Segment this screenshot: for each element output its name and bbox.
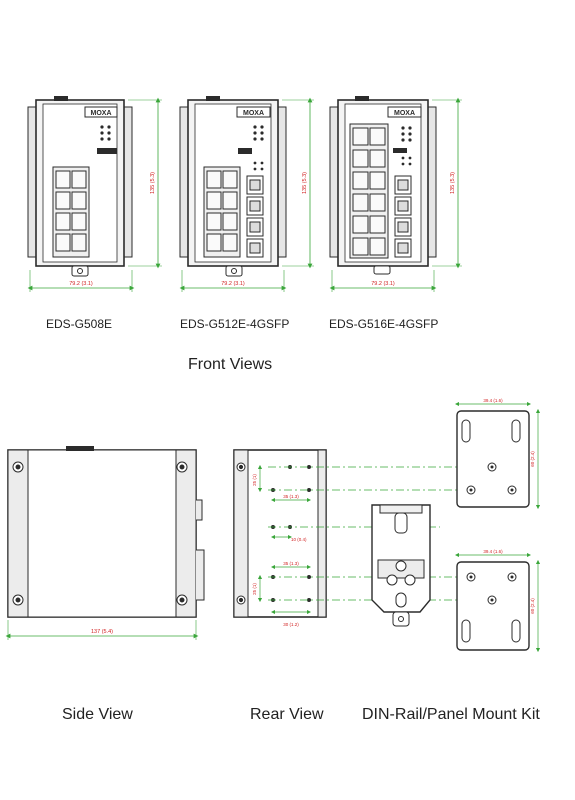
plate-width-dim: 39.4 (1.6) [483, 549, 503, 554]
screw-heads [12, 461, 188, 606]
front-view-eds-g508e: MOXA 79.2 (3.1) 135 (5.3) [27, 96, 162, 292]
moxa-logo [236, 106, 271, 118]
width-dimension: 79.2 (3.1) [69, 281, 93, 287]
height-dimension: 135 (5.3) [450, 172, 456, 194]
plate-width-dim: 39.4 (1.6) [483, 398, 503, 403]
logo-text: MOXA [394, 110, 415, 117]
moxa-logo [84, 106, 118, 118]
rear-dim: 35 (1.3) [283, 561, 299, 566]
plate-height-dim: 60 (2.4) [530, 598, 535, 614]
moxa-logo [387, 106, 422, 118]
rj45-ports [52, 166, 90, 258]
rj45-ports [203, 166, 241, 258]
side-view: 137 (5.4) [5, 446, 205, 640]
sfp-ports [394, 175, 412, 258]
rear-view: 25 (1) 35 (1.3) 10 (0.4) 35 (1.3) 25 (1)… [233, 449, 494, 627]
side-view-caption: Side View [62, 706, 133, 723]
width-dimension: 79.2 (3.1) [221, 281, 245, 287]
mount-kit-caption: DIN-Rail/Panel Mount Kit [362, 706, 540, 723]
width-dimension: 79.2 (3.1) [371, 281, 395, 287]
front-views-title: Front Views [188, 356, 273, 373]
logo-text: MOXA [91, 110, 112, 117]
screw-heads [236, 462, 246, 605]
rear-dim: 25 (1) [252, 583, 257, 595]
plate-height-dim: 60 (2.4) [530, 451, 535, 467]
logo-text: MOXA [243, 110, 264, 117]
rear-dim: 10 (0.4) [291, 537, 307, 542]
panel-mount-plate-top: 39.4 (1.6) 60 (2.4) [454, 398, 541, 510]
sfp-ports [246, 175, 264, 258]
rear-view-caption: Rear View [250, 706, 324, 723]
front-view-eds-g516e-4gsfp: MOXA 79.2 (3.1) [329, 96, 462, 292]
height-dimension: 135 (5.3) [150, 172, 156, 194]
panel-mount-plate-bottom: 39.4 (1.6) 60 (2.4) [454, 549, 541, 653]
model-label-eds-g508e: EDS-G508E [46, 317, 113, 331]
model-label-eds-g512e-4gsfp: EDS-G512E-4GSFP [180, 317, 290, 331]
depth-dimension: 137 (5.4) [91, 629, 113, 635]
front-view-eds-g512e-4gsfp: MOXA 79.2 (3.1) 135 [179, 96, 314, 292]
rear-dim: 25 (1) [252, 474, 257, 486]
din-rail-clip [371, 504, 431, 627]
height-dimension: 135 (5.3) [302, 172, 308, 194]
rj45-ports [349, 123, 389, 259]
model-label-eds-g516e-4gsfp: EDS-G516E-4GSFP [329, 317, 439, 331]
rear-dim: 35 (1.3) [283, 494, 299, 499]
rear-dim: 30 (1.2) [283, 622, 299, 627]
